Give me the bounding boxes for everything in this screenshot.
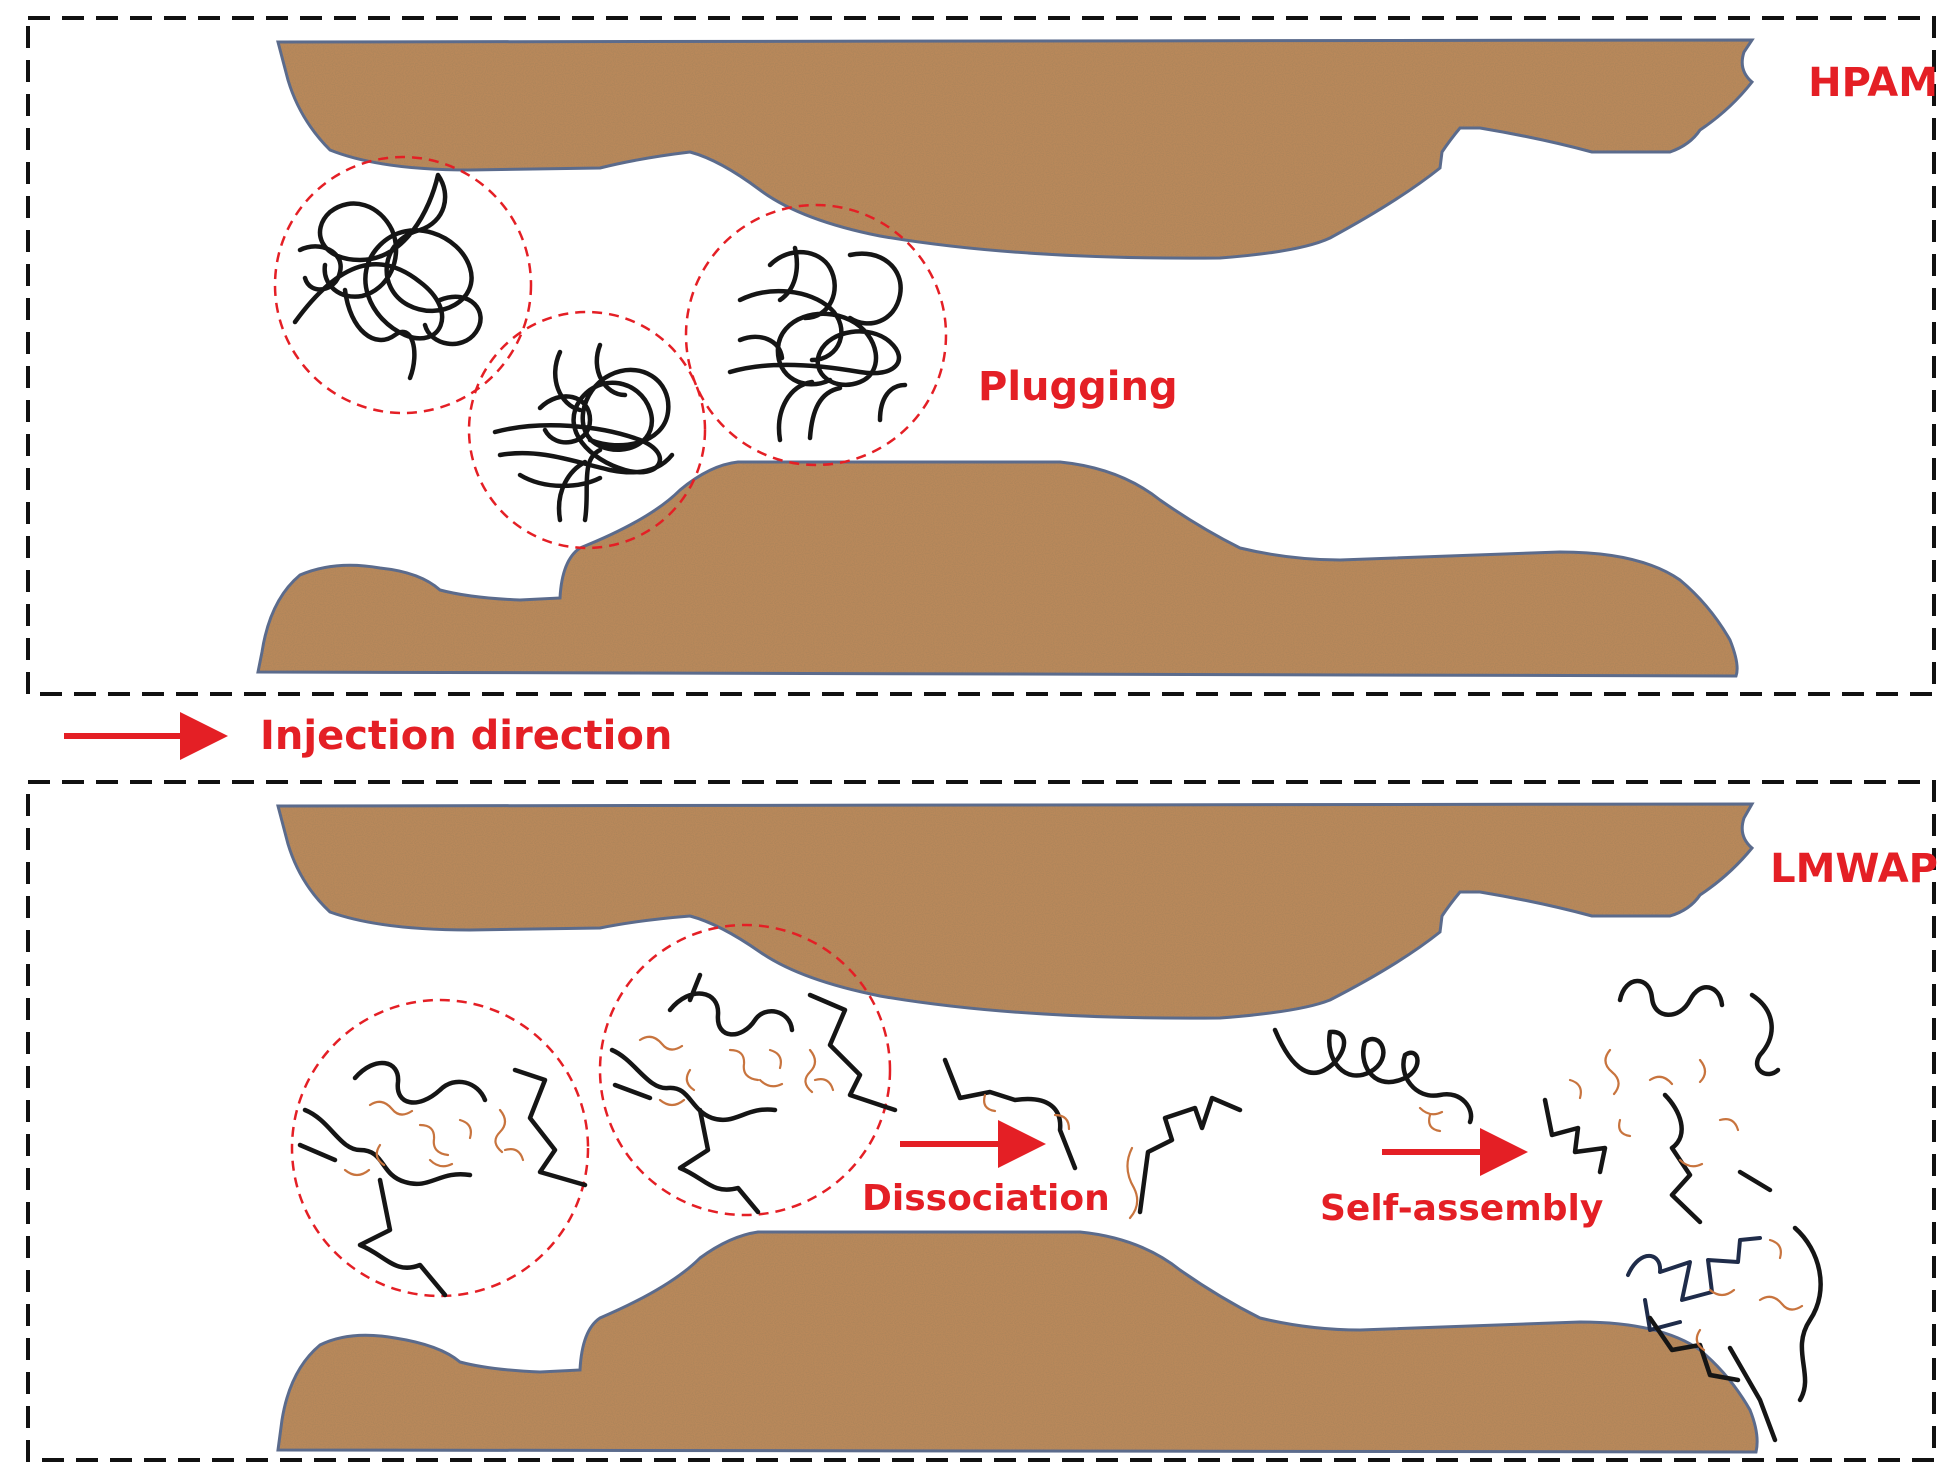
cluster-2-chain [609, 972, 898, 1215]
panel-bottom: LMWAP Dissociation Self-assembly [26, 780, 1938, 1462]
panel-top-label: HPAM [1808, 60, 1938, 106]
assembled-chain-upper [1542, 978, 1781, 1225]
coil-1-circle [273, 155, 533, 415]
panel-top: HPAM Plugging [26, 16, 1938, 696]
cluster-1-chain [297, 1060, 588, 1298]
cluster-1 [290, 998, 590, 1298]
injection-direction-label: Injection direction [260, 713, 672, 759]
assembled-network [1542, 978, 1823, 1443]
assembled-chain-blue [1626, 1236, 1762, 1332]
coil-1 [273, 155, 533, 415]
cluster-2 [598, 923, 898, 1217]
panel-bottom-label: LMWAP [1770, 846, 1938, 892]
coil-3 [684, 203, 948, 467]
panel-top-border [26, 16, 1936, 696]
coil-2 [467, 310, 707, 550]
free-chain-side [983, 1093, 1444, 1220]
rock-bottom-upper [276, 802, 1755, 1020]
coil-3-chain [727, 245, 908, 443]
cluster-2-circle [598, 923, 892, 1217]
coil-1-chain [292, 172, 483, 381]
rock-top-upper [276, 38, 1755, 260]
cluster-1-side-chains [343, 1100, 525, 1177]
rock-top-lower [256, 460, 1739, 678]
assembled-side-chains [1568, 1048, 1804, 1352]
self-assembly-label: Self-assembly [1320, 1188, 1603, 1229]
coil-3-circle [684, 203, 948, 467]
free-chain-3 [1272, 1027, 1474, 1125]
free-chains [942, 1027, 1474, 1220]
cluster-2-side-chains [638, 1035, 835, 1107]
cluster-1-circle [290, 998, 590, 1298]
plugging-label: Plugging [978, 364, 1178, 410]
dissociation-label: Dissociation [862, 1178, 1110, 1219]
coil-2-chain [492, 342, 675, 523]
free-chain-2 [1137, 1095, 1243, 1215]
rock-bottom-lower [276, 1230, 1759, 1454]
injection-direction-legend: Injection direction [64, 712, 672, 760]
panel-bottom-border [26, 780, 1936, 1462]
free-chain-1 [942, 1057, 1078, 1171]
coil-2-circle [467, 310, 707, 550]
